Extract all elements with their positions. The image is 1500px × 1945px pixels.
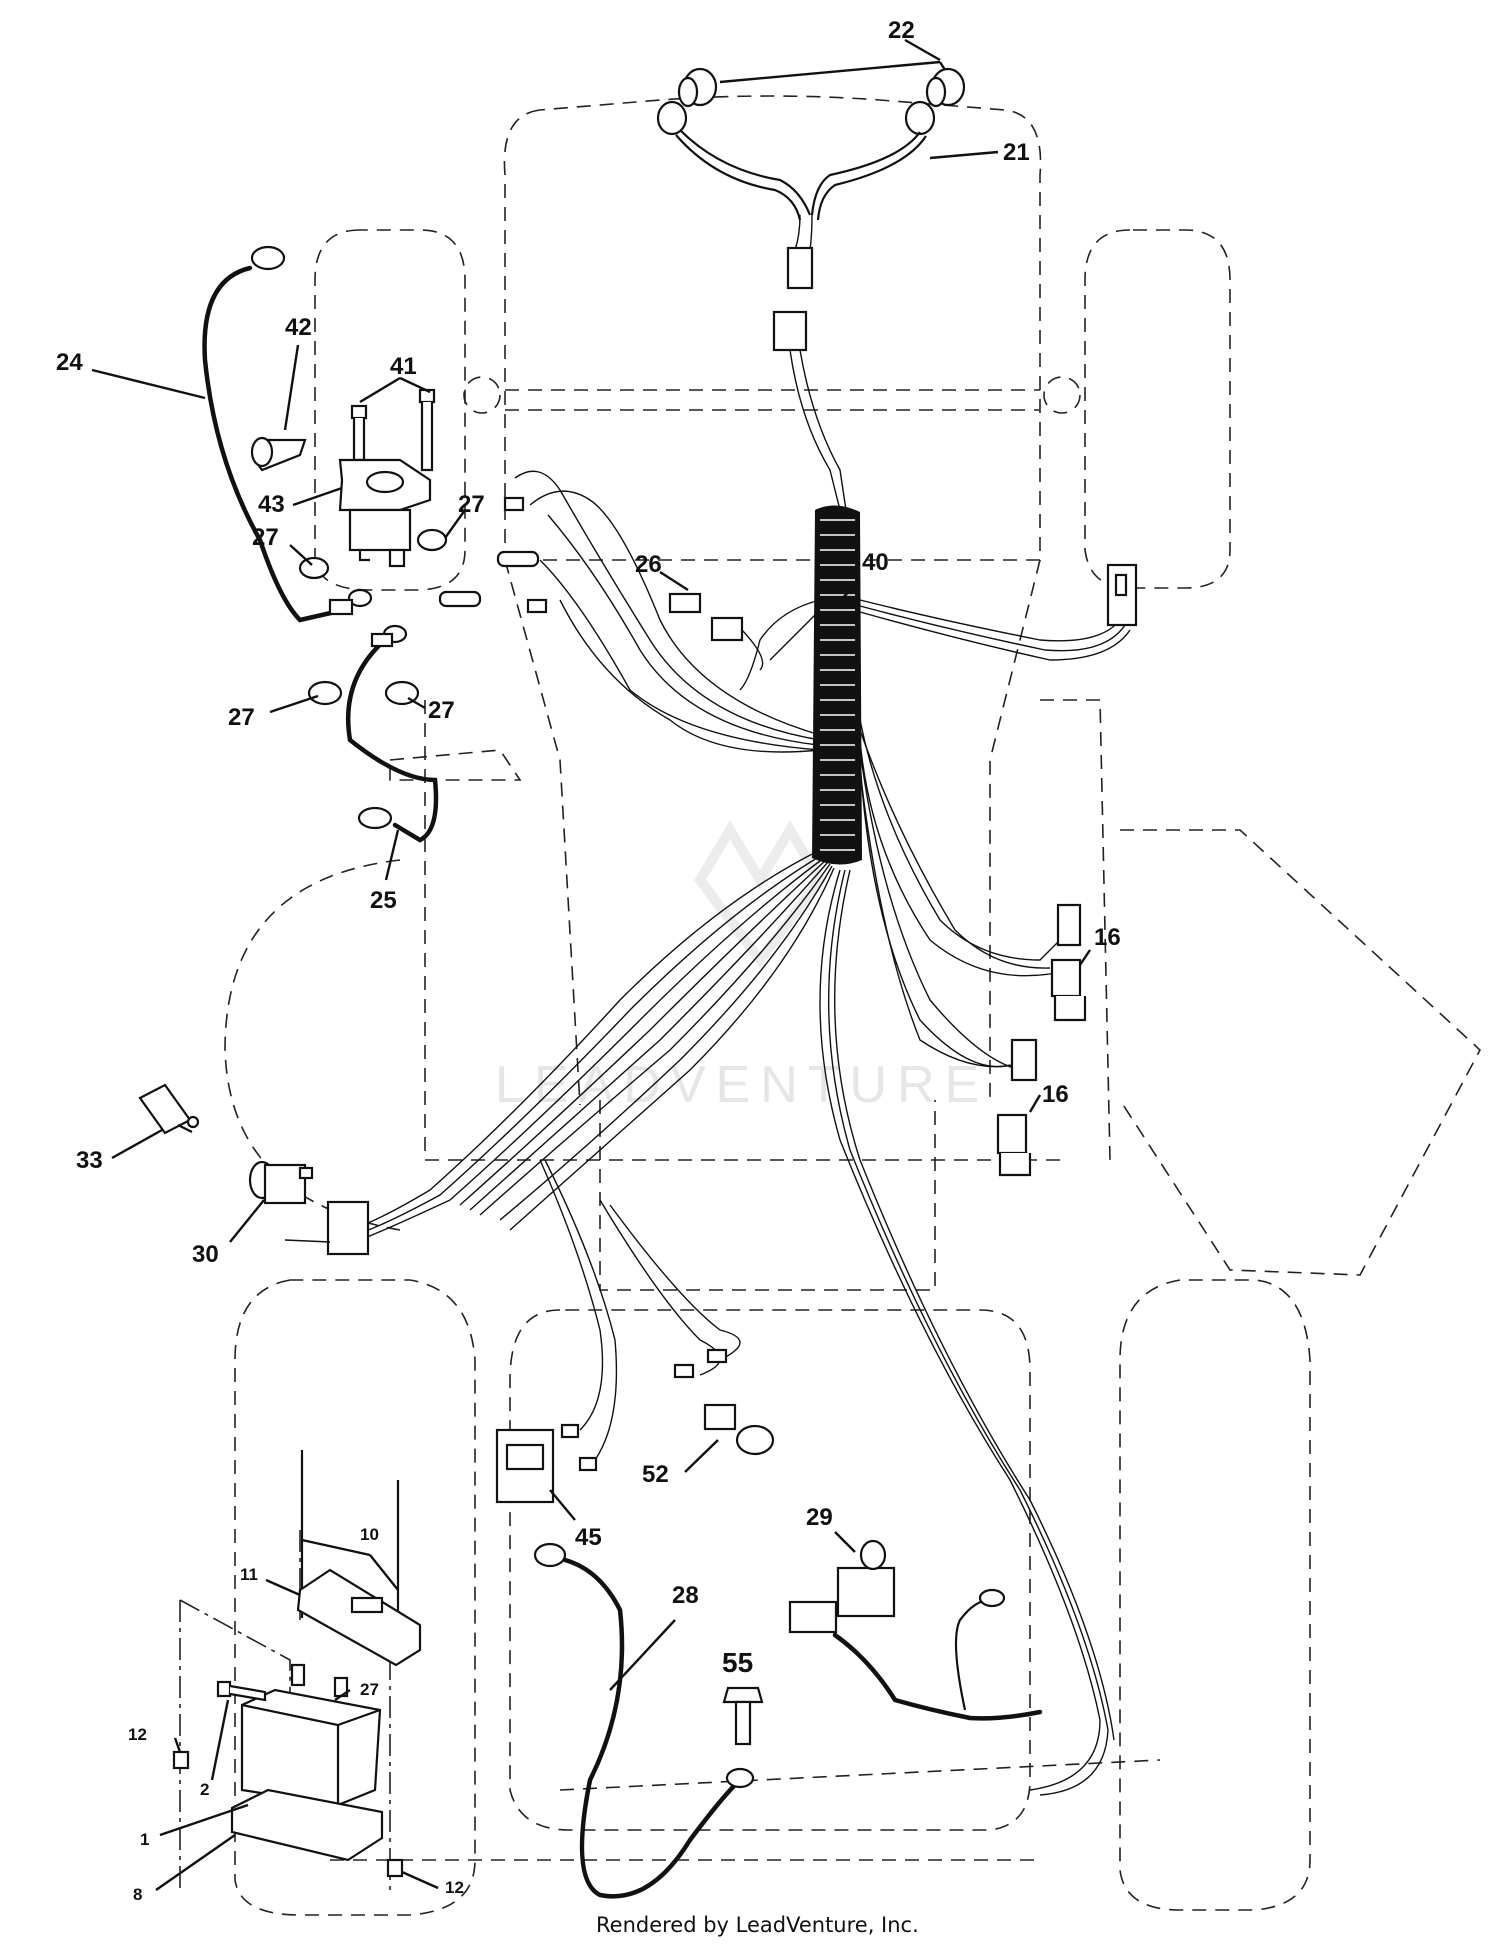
hour-meter-45 [495,1423,598,1504]
ground-cable-28 [533,1542,755,1899]
callout-45: 45 [575,1524,602,1551]
battery-tray-8 [230,1788,384,1862]
callout-41: 41 [390,353,417,380]
callout-labels: 22 21 24 42 41 43 27 27 27 27 26 40 25 1… [56,17,1121,1904]
watermark: LEADVENTURE [495,820,979,1114]
callout-16-lower: 16 [1042,1081,1069,1108]
callout-55: 55 [722,1647,753,1678]
harness-headlight-connector [772,310,808,352]
solenoid-assembly [250,388,548,706]
callout-27-c: 27 [228,704,255,731]
nut-27-c [307,680,343,706]
safety-switch-16-lower [996,1038,1038,1177]
callout-30: 30 [192,1241,219,1268]
ground-terminal [526,598,548,614]
battery-bolt-2 [216,1680,267,1702]
callout-12-right: 12 [445,1878,464,1897]
callout-29: 29 [806,1504,833,1531]
nut-27-a [416,528,448,552]
callout-16-upper: 16 [1094,924,1121,951]
callout-2: 2 [200,1780,209,1799]
callout-27-e: 27 [360,1680,379,1699]
harness-loom-sleeve [812,505,862,865]
bolt-41-left [350,404,368,462]
seat-switch-29 [788,1539,1043,1721]
clip-12-right [386,1858,404,1878]
leader-lines [91,38,1091,1891]
headlight-assembly [656,67,966,352]
ground-cable-25 [345,632,439,843]
battery-cable-24 [202,245,354,623]
battery-1 [240,1663,382,1807]
terminal-boot-42 [250,436,307,472]
fuse-holder-26 [668,592,764,671]
bolt-41-right [418,388,436,472]
starter-solenoid-43 [338,458,432,568]
safety-switch-16-upper [1050,903,1087,1022]
callout-22: 22 [888,17,915,44]
inline-connector [496,550,540,568]
headlight-connector [786,246,814,290]
battery-hold-down-10-11 [296,1450,422,1667]
footer-credit: Rendered by LeadVenture, Inc. [596,1913,919,1937]
nut-27-b [298,556,330,580]
ignition-switch-30 [248,1160,370,1256]
callout-27-d: 27 [428,697,455,724]
callout-1: 1 [140,1830,149,1849]
callout-21: 21 [1003,139,1030,166]
callout-28: 28 [672,1582,699,1609]
bolt-55 [722,1686,764,1746]
inline-connector-2 [438,590,482,608]
callout-43: 43 [258,491,285,518]
callout-8: 8 [133,1885,142,1904]
callout-40: 40 [862,549,889,576]
callout-10: 10 [360,1525,379,1544]
tractor-outline [179,95,1481,1916]
lamp-52 [673,1348,775,1456]
callout-24: 24 [56,349,83,376]
headlight-right [904,67,966,136]
main-wire-harness [349,349,1138,1796]
callout-25: 25 [370,887,397,914]
watermark-logo [693,820,827,969]
callout-12-left: 12 [128,1725,147,1744]
callout-27-a: 27 [458,491,485,518]
headlight-wire-harness [675,129,927,352]
ignition-key-33 [138,1083,200,1135]
callout-26: 26 [635,551,662,578]
callout-52: 52 [642,1461,669,1488]
callout-33: 33 [76,1147,103,1174]
solenoid-wire-terminal [503,496,525,512]
headlight-left [656,67,718,136]
callout-42: 42 [285,314,312,341]
callout-11: 11 [240,1565,258,1584]
clip-12-left [172,1750,190,1770]
callout-27-b: 27 [252,524,279,551]
